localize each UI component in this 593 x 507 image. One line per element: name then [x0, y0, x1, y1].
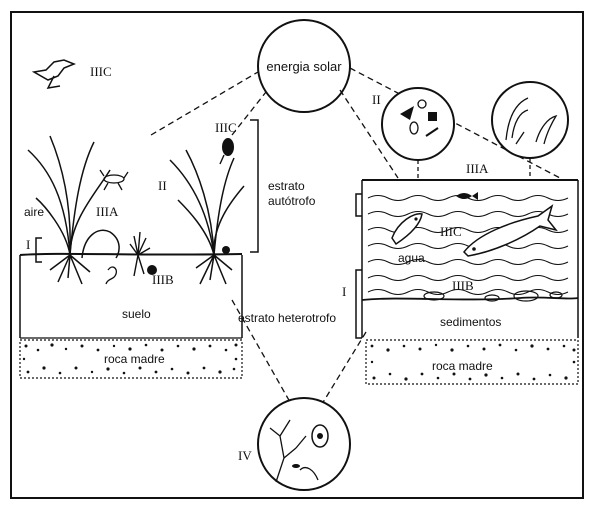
ground-surface-line: [20, 254, 242, 255]
soil-fauna-level-label: IIIB: [152, 272, 174, 287]
decomposers-circle: IV: [238, 398, 350, 490]
roca-madre-right-label: roca madre: [432, 359, 493, 373]
stratum-bracket: [356, 194, 362, 216]
stratum-bracket: [36, 238, 42, 262]
decomposers-level-label: IV: [238, 448, 252, 463]
perched-bird-icon: [220, 138, 234, 164]
level-I-right-label: I: [342, 284, 346, 299]
solar-energy-circle: energia solar: [258, 20, 350, 112]
agua-label: agua: [398, 251, 425, 265]
aquatic-ecosystem: II: [342, 82, 578, 384]
plants-level-label: IIIC: [215, 120, 237, 135]
stratum-bracket: [250, 120, 258, 252]
bird-level-label: IIIC: [90, 64, 112, 79]
grasshopper-icon: [100, 170, 128, 190]
herbivore-level-label: IIIA: [96, 204, 119, 219]
bird-icon: [34, 60, 74, 88]
macrophyte-circle: [492, 82, 568, 158]
phytoplankton-circle: [382, 88, 454, 160]
dashed-link-line: [322, 332, 366, 404]
small-fish-icon: [456, 192, 478, 200]
grass-plant-icon: [170, 150, 244, 284]
soil-arthropod-icon: [106, 267, 116, 284]
snail-icon: [222, 246, 230, 254]
level-I-left-label: I: [26, 237, 30, 252]
fish-icon: [392, 214, 422, 244]
dashed-link-line: [232, 92, 266, 135]
aire-label: aire: [24, 205, 44, 219]
dashed-link-line: [151, 72, 258, 135]
benthos-level-label: IIIB: [452, 278, 474, 293]
estrato-autotrofo-label-line2: autótrofo: [268, 194, 316, 208]
estrato-autotrofo-label-line1: estrato: [268, 179, 305, 193]
terrestrial-ecosystem: IIIC: [20, 60, 316, 378]
energia-solar-label: energia solar: [266, 59, 342, 74]
sedimentos-label: sedimentos: [440, 315, 501, 329]
estrato-heterotrofo-label: estrato heterotrofo: [238, 311, 336, 325]
zooplankton-level-label: IIIA: [466, 161, 489, 176]
trophic-level-II-right-label: II: [372, 92, 381, 107]
stratum-bracket: [356, 270, 362, 338]
suelo-label: suelo: [122, 307, 151, 321]
trophic-level-II-label: II: [158, 178, 167, 193]
roca-madre-left-label: roca madre: [104, 352, 165, 366]
fish-level-label: IIIC: [440, 224, 462, 239]
sediment-surface-line: [362, 297, 578, 300]
fish-icon: [464, 206, 556, 256]
colony-icon: [428, 112, 437, 121]
